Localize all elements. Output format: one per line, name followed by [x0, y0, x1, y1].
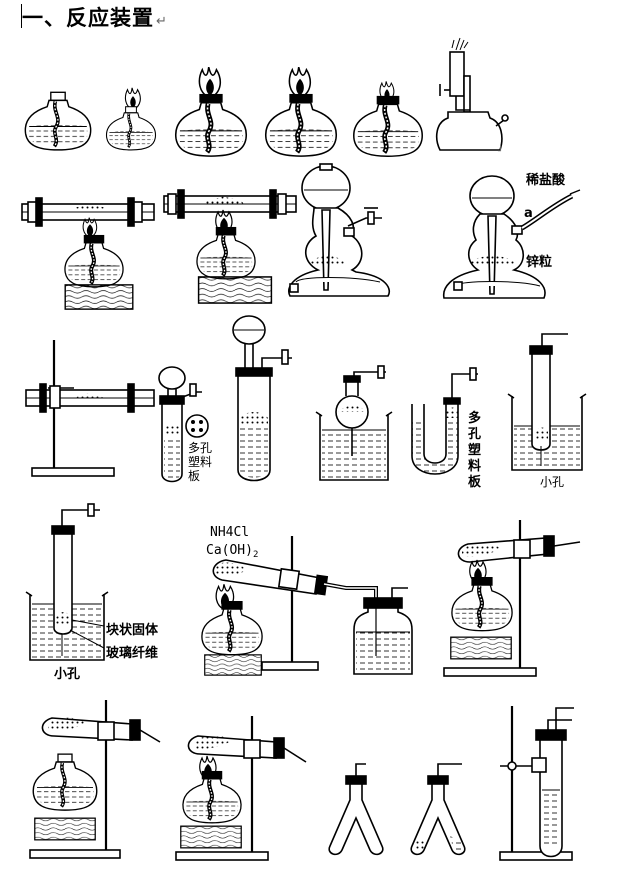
label-porous-plate-2: 多 孔 塑 料 板 [468, 410, 482, 490]
alcohol-lamp-1 [23, 90, 93, 152]
beaker-with-bulb-tube [315, 365, 393, 481]
svg-text:板: 板 [468, 474, 482, 490]
tall-tube-with-sphere-funnel [232, 315, 292, 482]
alcohol-lamp-4-lit [266, 66, 337, 156]
svg-text:多: 多 [468, 410, 481, 426]
heading-text: 一、反应装置 [22, 6, 154, 30]
stand-angled-tube-lamp-2 [29, 700, 161, 859]
u-tube [411, 367, 478, 475]
kipp-apparatus-labelled [442, 175, 581, 299]
alcohol-lamp-5-lit [354, 80, 422, 156]
paragraph-mark: ↵ [156, 14, 168, 29]
beaker-with-block-solid [25, 503, 109, 661]
svg-text:板: 板 [188, 469, 200, 483]
label-small-hole-1: 小孔 [540, 475, 564, 489]
stand-vertical-test-tube [499, 706, 574, 861]
label-glass-fiber: 玻璃纤维 [106, 645, 158, 661]
alcohol-lamp-3-lit [176, 66, 247, 156]
kipp-apparatus-1 [288, 163, 390, 297]
svg-text:料: 料 [468, 458, 481, 474]
label-porous-plate-1: 多孔 塑料 板 [188, 441, 212, 483]
corner-mark: ┘ [497, 145, 503, 157]
stand-angled-tube-lamp-3 [175, 716, 307, 861]
heated-tube-on-block-1 [21, 197, 155, 310]
y-tube-1 [328, 763, 384, 856]
label-small-hole-2: 小孔 [54, 667, 80, 682]
ammonia-generator [202, 536, 413, 676]
alcohol-lamp-2-lit [104, 87, 158, 152]
tube-with-bulb-funnel [158, 366, 209, 483]
label-zinc-granules: 锌粒 [526, 254, 552, 270]
alcohol-blowtorch [435, 37, 509, 151]
section-heading: 一、反应装置↵ [22, 2, 168, 32]
label-caoh2: Ca(OH)2 [206, 543, 258, 560]
label-dilute-hcl: 稀盐酸 [526, 172, 566, 188]
svg-text:多孔: 多孔 [188, 441, 212, 455]
label-block-solid: 块状固体 [106, 622, 159, 638]
text-cursor [21, 4, 22, 28]
svg-text:塑料: 塑料 [188, 454, 212, 469]
heated-tube-on-block-2 [163, 189, 297, 304]
y-tube-2 [410, 763, 466, 856]
svg-text:塑: 塑 [468, 442, 481, 458]
label-nh4cl: NH4Cl [210, 525, 249, 540]
label-valve-a: a [524, 206, 533, 221]
stand-angled-tube-lamp-1 [443, 520, 581, 677]
iron-stand-horizontal-tube [25, 340, 155, 477]
svg-text:孔: 孔 [468, 427, 481, 442]
beaker-with-tube-small-hole [507, 333, 587, 471]
